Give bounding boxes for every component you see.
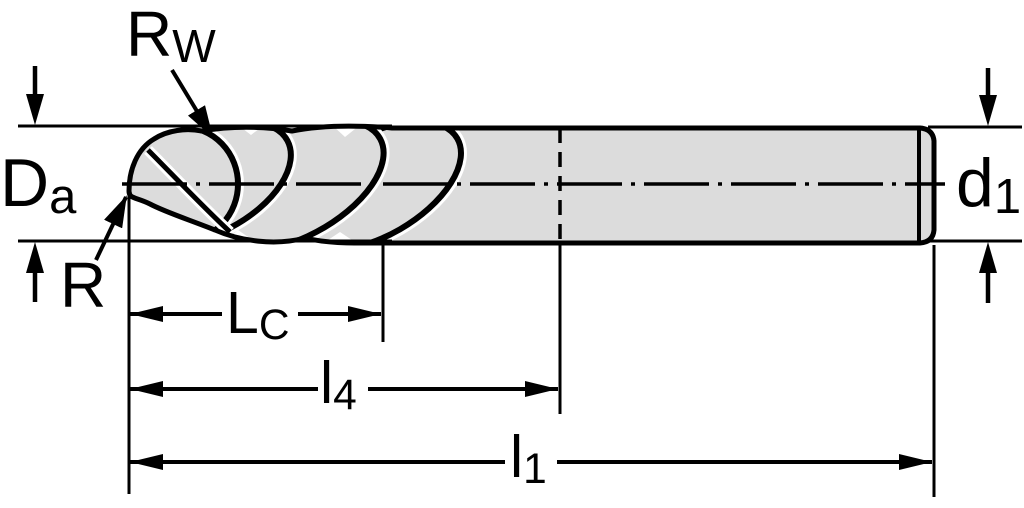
label-da-main: D (0, 145, 50, 221)
label-l1-sub: 1 (523, 445, 547, 493)
da-dimension-arrows (26, 66, 44, 302)
label-overall-length-l1: l1 (510, 428, 547, 491)
d1-dimension-arrows (979, 68, 997, 303)
ball-flute-edge (146, 148, 232, 234)
lc-dimension (130, 306, 381, 322)
r-leader-line (94, 195, 128, 261)
d1-up-arrow (979, 242, 997, 273)
l4-right-arrow (525, 381, 558, 397)
label-lc-sub: C (258, 301, 290, 349)
label-corner-radius-rw: RW (126, 2, 216, 69)
label-ball-radius-r: R (60, 253, 106, 317)
da-down-arrow (26, 94, 44, 125)
label-d1-sub: 1 (993, 169, 1022, 224)
label-cutting-diameter-da: Da (0, 149, 76, 221)
label-shank-diameter-d1: d1 (956, 149, 1021, 221)
label-rw-sub: W (172, 20, 216, 73)
label-l4-sub: 4 (333, 371, 357, 419)
da-up-arrow (26, 242, 44, 273)
label-da-sub: a (49, 169, 77, 224)
label-l1-main: l (510, 424, 524, 490)
l1-left-arrow (130, 454, 163, 470)
tool-flutes (129, 126, 467, 244)
l1-right-arrow (899, 454, 932, 470)
l4-dimension (130, 381, 558, 397)
lc-right-arrow (348, 306, 381, 322)
label-rw-main: R (126, 0, 173, 70)
rw-leader-line (170, 68, 214, 138)
extension-lines (18, 124, 1022, 497)
label-l4-main: l (320, 350, 334, 416)
lc-left-arrow (130, 306, 163, 322)
label-r-main: R (60, 249, 107, 321)
l4-left-arrow (130, 381, 163, 397)
label-lc-main: L (226, 280, 259, 346)
d1-down-arrow (979, 95, 997, 126)
label-length-l4: l4 (320, 354, 357, 417)
label-d1-main: d (956, 145, 994, 221)
label-cutting-length-lc: LC (226, 284, 290, 347)
l1-dimension (130, 454, 932, 470)
